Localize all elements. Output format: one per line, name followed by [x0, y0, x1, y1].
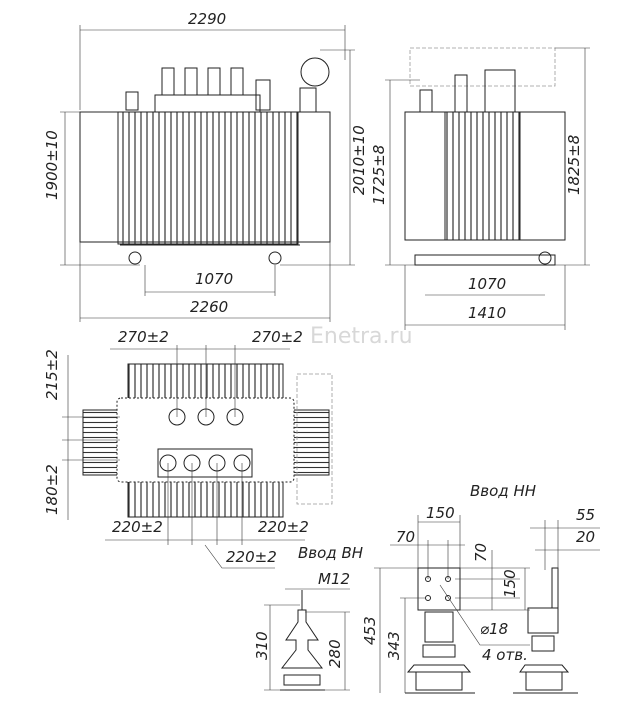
dim-lv-height-lower: 343 [385, 631, 403, 660]
dim-lv-height-total: 453 [361, 616, 379, 645]
hv-bushing-title: Ввод ВН [298, 544, 364, 562]
dim-hv-height-body: 280 [326, 639, 344, 668]
dim-height-total: 2010±10 [350, 125, 368, 195]
side-view [385, 47, 590, 330]
dim-lv-side-width: 55 [576, 506, 596, 524]
dim-lv-side-thickness: 20 [576, 528, 596, 546]
dim-wheel-track-front: 1070 [195, 270, 234, 288]
lv-hole-count: 4 отв. [482, 646, 528, 664]
dim-hv-spacing-left: 270±2 [118, 328, 169, 346]
dim-offset-top: 215±2 [43, 349, 61, 400]
dim-hv-thread: M12 [318, 570, 351, 588]
dim-offset-bottom: 180±2 [43, 464, 61, 515]
dim-lv-hole-diameter: ⌀18 [480, 620, 509, 638]
dim-hv-height-total: 310 [253, 631, 271, 660]
dim-lv-plate-width: 150 [426, 504, 455, 522]
dim-base-width: 1410 [468, 304, 507, 322]
lv-bushing-drawing [374, 515, 600, 694]
hv-bushing-drawing [264, 588, 350, 691]
dim-hv-spacing-right: 270±2 [252, 328, 303, 346]
top-view [62, 345, 333, 569]
dim-lv-plate-height: 150 [501, 569, 519, 598]
dim-base-length: 2260 [190, 298, 229, 316]
dim-wheel-track-side: 1070 [468, 275, 507, 293]
dim-lv-spacing-right: 220±2 [258, 518, 309, 536]
dim-lv-spacing-mid: 220±2 [226, 548, 277, 566]
watermark: Enetra.ru [310, 324, 413, 349]
dim-width-overall: 2290 [188, 10, 227, 28]
dim-lv-hole-spacing: 70 [396, 528, 416, 546]
dim-lv-hole-offset: 70 [472, 542, 490, 562]
dim-lv-spacing-left: 220±2 [112, 518, 163, 536]
front-view [60, 25, 355, 322]
dim-height-tank: 1900±10 [43, 130, 61, 200]
dim-side-height-tank: 1725±8 [370, 144, 388, 205]
dim-side-height-total: 1825±8 [565, 134, 583, 195]
lv-bushing-title: Ввод НН [470, 482, 537, 500]
